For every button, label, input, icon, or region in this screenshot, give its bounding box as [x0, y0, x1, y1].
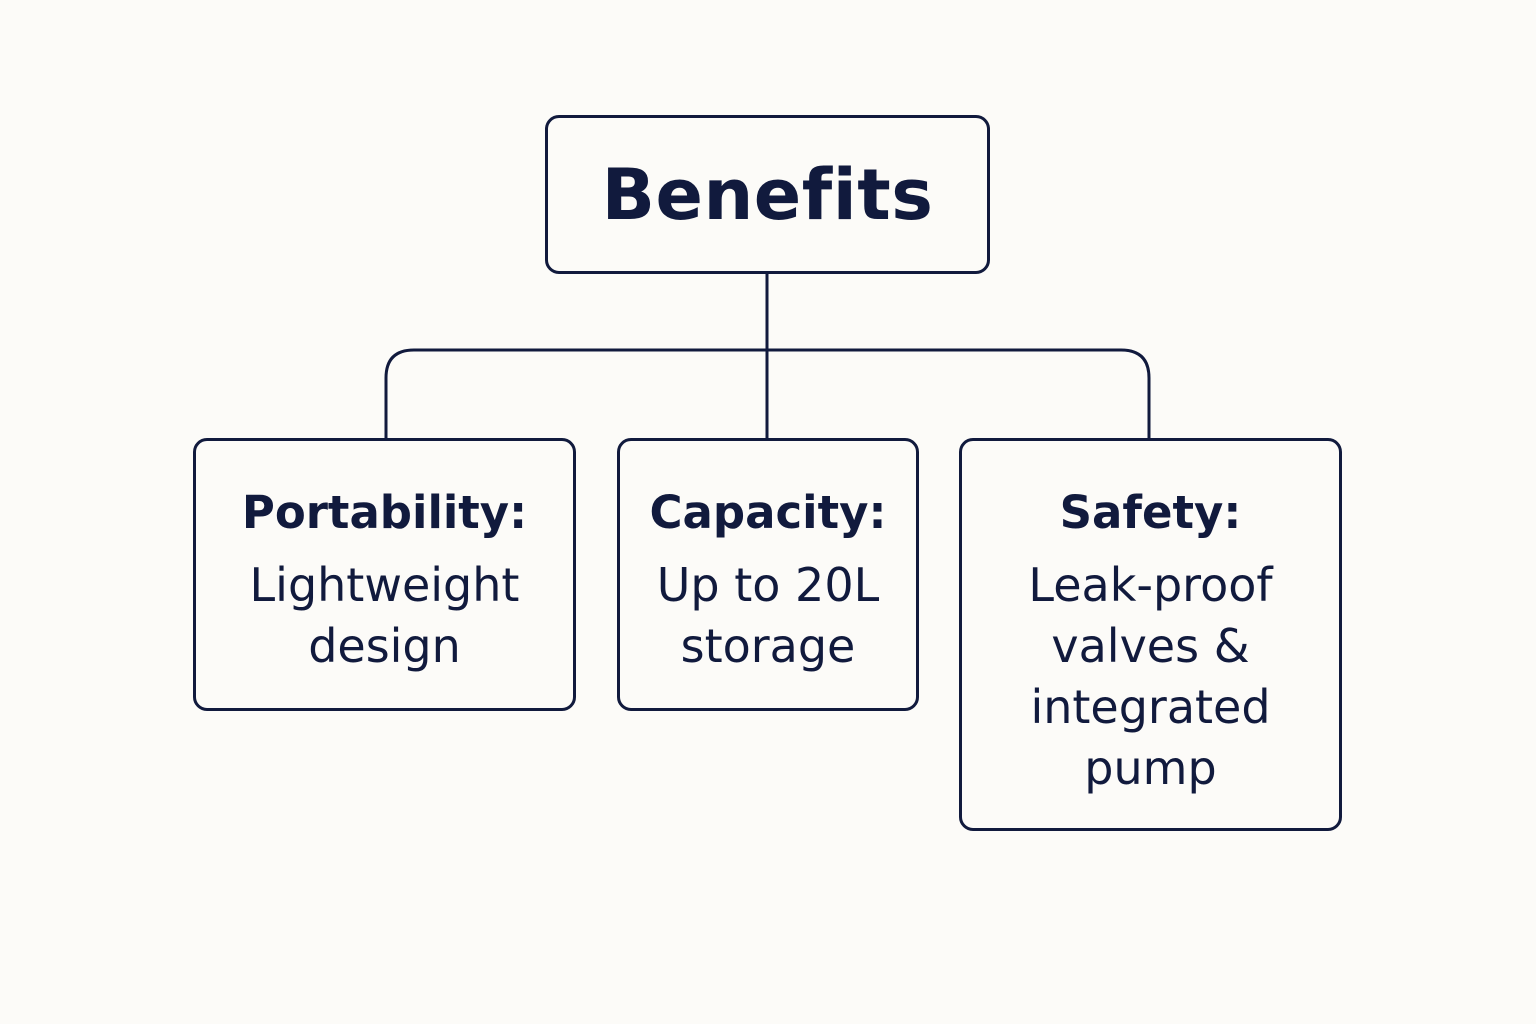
child-node-capacity: Capacity: Up to 20L storage	[617, 438, 919, 711]
branch-line	[384, 348, 1151, 440]
child-heading: Capacity:	[649, 486, 887, 539]
child-description: Leak-proof valves & integrated pump	[1028, 558, 1273, 795]
root-title: Benefits	[601, 153, 934, 236]
child-heading: Safety:	[1059, 486, 1242, 539]
child-description: Up to 20L storage	[656, 558, 880, 673]
child-description: Lightweight design	[249, 558, 520, 673]
root-node-benefits: Benefits	[545, 115, 990, 274]
child-node-portability: Portability: Lightweight design	[193, 438, 576, 711]
child-heading: Portability:	[241, 486, 528, 539]
child-node-safety: Safety: Leak-proof valves & integrated p…	[959, 438, 1342, 831]
